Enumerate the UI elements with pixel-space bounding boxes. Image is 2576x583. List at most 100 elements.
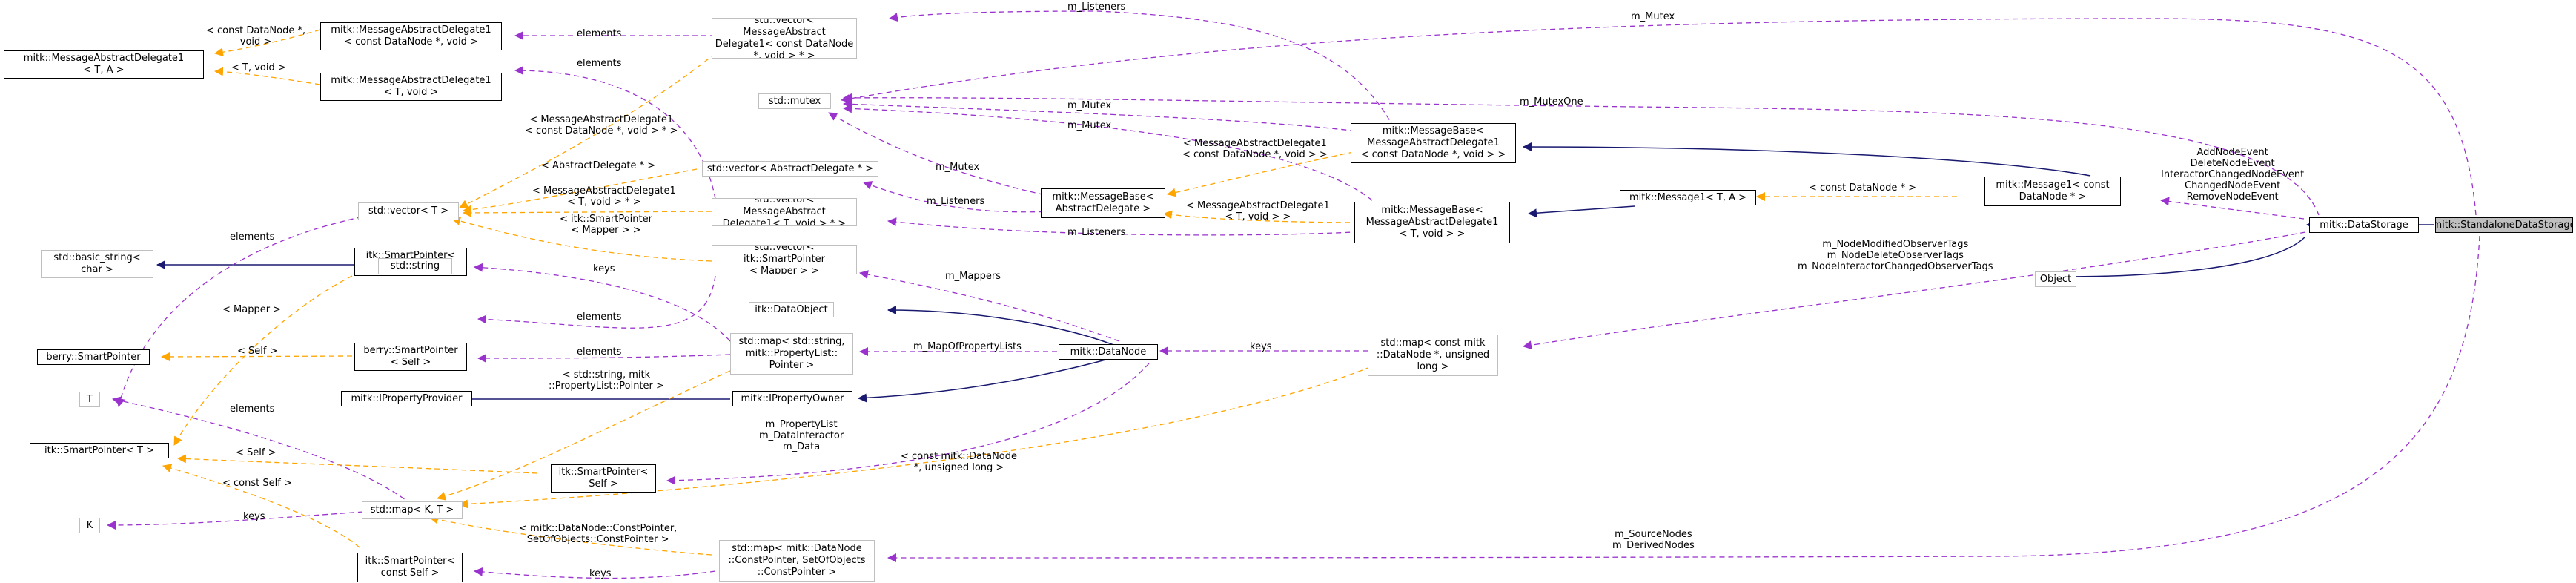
edge-label-m-mutex-abstract: m_Mutex — [936, 162, 980, 173]
node-message1-const-datanode[interactable]: mitk::Message1< const DataNode * > — [1984, 177, 2121, 206]
node-data-node[interactable]: mitk::DataNode — [1059, 344, 1158, 360]
node-map-sources[interactable]: std::map< mitk::DataNode ::ConstPointer,… — [719, 540, 875, 582]
edge-label-tpl-string-proplist: < std::string, mitk ::PropertyList::Poin… — [549, 369, 664, 392]
node-standalone-data-storage[interactable]: mitk::StandaloneDataStorage — [2435, 217, 2573, 233]
node-message1-t-a[interactable]: mitk::Message1< T, A > — [1620, 190, 1756, 205]
node-berry-smartpointer[interactable]: berry::SmartPointer — [37, 349, 150, 365]
node-vector-smartpointer-mapper[interactable]: std::vector< itk::SmartPointer < Mapper … — [712, 245, 857, 274]
node-mad1-const[interactable]: mitk::MessageAbstractDelegate1 < const D… — [320, 22, 502, 50]
edge-label-tpl-abstract-delegate: < AbstractDelegate * > — [541, 160, 656, 171]
edge-itk-sp-const-self-to-itk-sp-t — [162, 464, 360, 548]
edge-label-m-listeners-tvoid: m_Listeners — [1067, 227, 1126, 238]
edge-messagebase-abstract-listeners — [863, 181, 1053, 213]
edge-label-tpl-t-void: < T, void > — [231, 62, 286, 73]
node-smartpointer-self[interactable]: itk::SmartPointer< Self > — [551, 464, 656, 493]
edge-label-node-members: m_PropertyList m_DataInteractor m_Data — [759, 419, 844, 452]
edge-label-tpl-const-datanode-ptr: < const DataNode * > — [1809, 182, 1916, 194]
edge-datanode-members — [666, 363, 1150, 485]
edge-label-keys-const-self: keys — [589, 568, 612, 579]
edge-label-elements-const: elements — [577, 28, 622, 39]
edge-vector-t-elements — [116, 214, 371, 407]
edge-datastorage-to-object — [2064, 236, 2306, 281]
edge-label-elements-t: elements — [230, 231, 275, 243]
edge-messagebase-abstract-mutex — [828, 112, 1053, 197]
edge-message1-to-messagebase-const — [1523, 142, 2091, 177]
node-basic-string[interactable]: std::basic_string< char > — [41, 250, 153, 278]
node-map-k-t[interactable]: std::map< K, T > — [362, 501, 463, 519]
edge-label-tpl-itk-sp-mapper: < itk::SmartPointer < Mapper > > — [560, 214, 652, 236]
edge-map-sources-keys — [474, 567, 716, 579]
edge-label-m-mutexone: m_MutexOne — [1520, 96, 1583, 108]
node-messagebase-const[interactable]: mitk::MessageBase< MessageAbstractDelega… — [1351, 123, 1516, 163]
edge-label-tpl-mad-const: < MessageAbstractDelegate1 < const DataN… — [525, 114, 678, 136]
edge-map-sources-to-map-kt — [429, 515, 712, 556]
node-smartpointer-const-self[interactable]: itk::SmartPointer< const Self > — [357, 553, 463, 582]
edge-label-m-sources: m_SourceNodes m_DerivedNodes — [1612, 529, 1695, 551]
edge-label-m-mutex-mid2: m_Mutex — [1067, 120, 1112, 131]
node-mad1-tvoid[interactable]: mitk::MessageAbstractDelegate1 < T, void… — [320, 73, 502, 101]
edge-mad-tvoid-to-t-a — [214, 67, 321, 85]
node-messagebase-tvoid[interactable]: mitk::MessageBase< MessageAbstractDelega… — [1354, 202, 1510, 243]
edge-standalone-sources — [887, 235, 2480, 562]
edge-message1ta-to-messagebase-tvoid — [1528, 205, 1635, 218]
node-std-string[interactable]: std::string — [378, 258, 452, 274]
node-itk-smartpointer-t[interactable]: itk::SmartPointer< T > — [30, 443, 169, 458]
node-std-mutex[interactable]: std::mutex — [758, 93, 831, 109]
node-vector-const-delegate[interactable]: std::vector< MessageAbstract Delegate1< … — [712, 18, 857, 59]
edge-messagebase-tvoid-mutex — [843, 104, 1380, 207]
edge-label-tpl-const-self: < const Self > — [222, 478, 292, 489]
edge-messagebase-tvoid-to-abstract — [1163, 210, 1368, 223]
edge-map-kt-k — [107, 511, 364, 530]
node-vector-abstract-delegate[interactable]: std::vector< AbstractDelegate * > — [702, 161, 878, 177]
edge-label-tpl-mapper: < Mapper > — [222, 304, 282, 315]
edge-vec-mapper-to-vector-t — [451, 217, 712, 262]
node-vector-delegate-tvoid[interactable]: std::vector< MessageAbstract Delegate1< … — [712, 198, 857, 226]
node-object[interactable]: Object — [2035, 271, 2076, 287]
edge-itk-sp-self-to-itk-sp-t — [177, 454, 538, 474]
edge-map-string-to-map-kt — [437, 370, 731, 501]
edge-messagebase-const-to-abstract — [1167, 148, 1372, 197]
edge-map-datanode-to-map-kt — [459, 363, 1380, 509]
edge-label-elements-berry: elements — [577, 346, 622, 358]
edge-label-tpl-mad-tvoid: < MessageAbstractDelegate1 < T, void > *… — [532, 185, 676, 208]
edge-label-datastorage-events: AddNodeEvent DeleteNodeEvent InteractorC… — [2161, 147, 2305, 202]
node-t[interactable]: T — [79, 392, 100, 407]
edge-map-kt-t-elements — [112, 396, 412, 505]
edge-label-m-mutex-top: m_Mutex — [1631, 11, 1675, 22]
node-property-owner[interactable]: mitk::IPropertyOwner — [732, 391, 852, 406]
edge-label-tpl-mb-tvoid: < MessageAbstractDelegate1 < T, void > > — [1186, 200, 1330, 223]
edge-label-m-listeners-top: m_Listeners — [1067, 1, 1126, 13]
edge-vec-abstract-to-vector-t — [463, 168, 698, 214]
edge-label-tpl-sources: < mitk::DataNode::ConstPointer, SetOfObj… — [519, 523, 678, 545]
node-mad1-t-a[interactable]: mitk::MessageAbstractDelegate1 < T, A > — [4, 50, 204, 79]
edge-vec-const-to-vector-t — [459, 53, 716, 208]
edge-messagebase-tvoid-listeners — [887, 217, 1368, 236]
node-map-const-datanode[interactable]: std::map< const mitk ::DataNode *, unsig… — [1368, 335, 1498, 376]
edge-label-tpl-const-datanode-void: < const DataNode *, void > — [206, 25, 306, 47]
node-std-vector-t[interactable]: std::vector< T > — [358, 202, 459, 220]
edge-vec-mapper-elements — [477, 275, 716, 329]
edge-label-tpl-mb-const: < MessageAbstractDelegate1 < const DataN… — [1182, 138, 1328, 160]
node-data-storage[interactable]: mitk::DataStorage — [2309, 217, 2419, 233]
node-k[interactable]: K — [79, 518, 100, 533]
edge-datanode-to-dataobject — [887, 306, 1120, 348]
edge-vec-tvoid-to-vector-t — [463, 208, 712, 217]
edge-label-keys-map-datanode: keys — [1250, 341, 1272, 352]
node-berry-smartpointer-self[interactable]: berry::SmartPointer < Self > — [354, 343, 467, 371]
node-map-string-proplist[interactable]: std::map< std::string, mitk::PropertyLis… — [730, 333, 853, 375]
edge-messagebase-const-mutex — [843, 99, 1365, 133]
edge-itk-sp-mapper-to-itk-sp-t — [173, 275, 353, 446]
edge-berry-self-to-berry — [161, 352, 353, 361]
edge-label-m-mapofpropertylists: m_MapOfPropertyLists — [913, 341, 1022, 352]
node-data-object[interactable]: itk::DataObject — [749, 302, 834, 317]
edge-map-string-berry — [477, 353, 731, 363]
edge-messagebase-const-listeners — [889, 10, 1394, 128]
node-property-provider[interactable]: mitk::IPropertyProvider — [341, 391, 472, 406]
edge-datastorage-message1 — [2160, 197, 2305, 220]
edge-label-elements-mapper: elements — [577, 312, 622, 323]
edge-label-tpl-const-datanode-ulong: < const mitk::DataNode *, unsigned long … — [901, 451, 1017, 473]
node-messagebase-abstract[interactable]: mitk::MessageBase< AbstractDelegate > — [1041, 188, 1165, 218]
edge-datastorage-map-datanode — [1523, 231, 2306, 350]
